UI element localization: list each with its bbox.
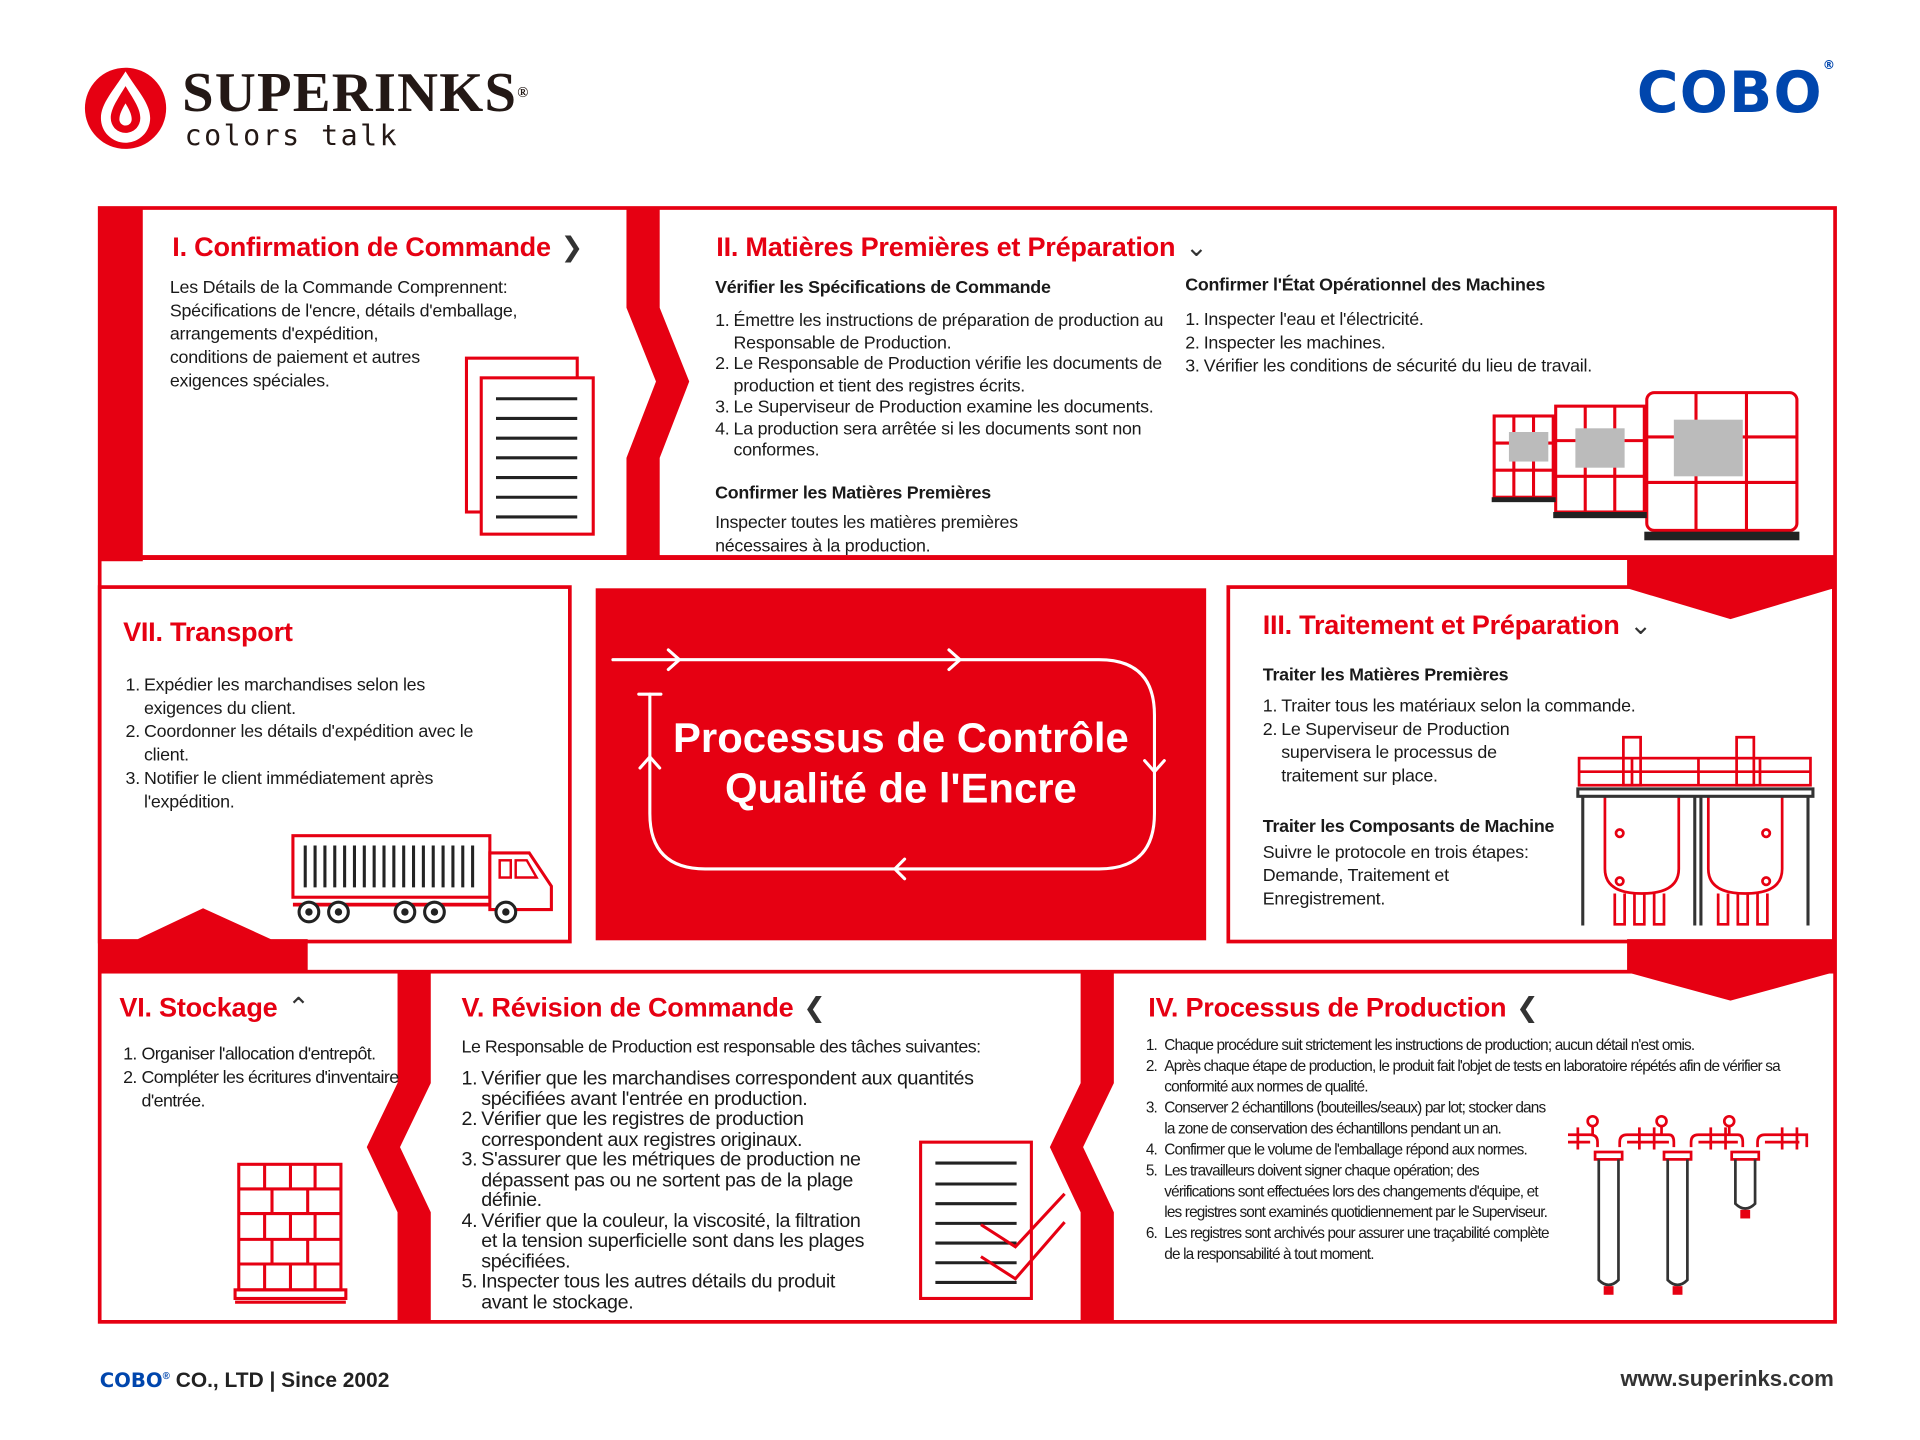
body-text: Inspecter toutes les matières premières … (715, 512, 1018, 556)
section-6-body: Organiser l'allocation d'entrepôt. Compl… (123, 1044, 400, 1114)
list-item: Organiser l'allocation d'entrepôt. (123, 1044, 376, 1067)
section-7-title: VII. Transport (123, 617, 293, 649)
body-line: arrangements d'expédition, (169, 324, 379, 345)
section-2-title: II. Matières Premières et Préparation ⌄ (716, 231, 1207, 263)
section-6-title-text: VI. Stockage (119, 991, 278, 1023)
body-text: Suivre le protocole en trois étapes: Dem… (1262, 843, 1529, 910)
footer-company: COBO® CO., LTD | Since 2002 (100, 1369, 390, 1394)
section-1-title-text: I. Confirmation de Commande (172, 231, 551, 263)
list-item: Vérifier que les marchandises correspond… (462, 1068, 974, 1110)
body-line: Spécifications de l'encre, détails d'emb… (169, 301, 518, 322)
intro-text: Le Responsable de Production est respons… (461, 1037, 982, 1058)
superinks-logo-icon (84, 67, 167, 149)
list-item: Le Superviseur de Production examine les… (715, 397, 1154, 419)
list-item: Conserver 2 échantillons (bouteilles/sea… (1146, 1098, 1546, 1138)
list-item: Compléter les écritures d'inventaire d'e… (123, 1067, 399, 1112)
list-item: S'assurer que les métriques de productio… (462, 1149, 861, 1212)
list-item: Vérifier que la couleur, la viscosité, l… (462, 1210, 865, 1272)
subheading: Confirmer les Matières Premières (715, 483, 991, 503)
section-5-body: Le Responsable de Production est respons… (462, 1036, 1053, 1313)
list-item: Coordonner les détails d'expédition avec… (126, 721, 474, 766)
list-item: Après chaque étape de production, le pro… (1146, 1056, 1781, 1096)
brand-name-text: SUPERINKS (182, 60, 518, 124)
filter-housings-icon (1567, 1114, 1809, 1295)
list-item: Émettre les instructions de préparation … (715, 311, 1164, 353)
chevron-right-icon: ❯ (560, 231, 584, 263)
chevron-down-icon: ⌄ (1629, 609, 1652, 640)
main-title-line-2: Qualité de l'Encre (724, 765, 1077, 813)
footer-company-text: CO., LTD | Since 2002 (175, 1368, 390, 1392)
list-item: Vérifier que les registres de production… (462, 1108, 804, 1151)
brand-tagline: colors talk (184, 120, 400, 153)
processing-tanks-icon (1576, 735, 1815, 926)
section-3-title: III. Traitement et Préparation ⌄ (1263, 609, 1652, 641)
partner-logo: COBO® (1637, 59, 1836, 125)
section-4-title-text: IV. Processus de Production (1148, 991, 1507, 1023)
subheading: Traiter les Matières Premières (1262, 665, 1509, 686)
list-item: Traiter tous les matériaux selon la comm… (1263, 695, 1636, 718)
section-2-title-text: II. Matières Premières et Préparation (716, 231, 1176, 263)
brand-reg: ® (517, 83, 530, 101)
list-item: Inspecter tous les autres détails du pro… (462, 1271, 836, 1313)
list-item: Les travailleurs doivent signer chaque o… (1146, 1161, 1548, 1221)
footer-partner-logo: COBO (99, 1368, 163, 1392)
chevron-left-icon: ❮ (803, 991, 826, 1023)
section-6-title: VI. Stockage ⌃ (119, 991, 310, 1024)
list-item: Le Responsable de Production vérifie les… (715, 354, 1162, 396)
section-1-title: I. Confirmation de Commande ❯ (172, 231, 583, 263)
cycle-arrows (611, 648, 1166, 881)
list-item: Les registres sont archivés pour assurer… (1146, 1223, 1550, 1263)
section-7-body: Expédier les marchandises selon les exig… (126, 674, 483, 814)
section-7-title-text: VII. Transport (123, 616, 293, 648)
chevron-left-icon: ❮ (1516, 991, 1539, 1023)
section-4-body: Chaque procédure suit strictement les in… (1146, 1035, 1798, 1265)
section-3-body: Traiter les Matières Premières Traiter t… (1263, 665, 1681, 912)
main-title-line-1: Processus de Contrôle (673, 715, 1129, 762)
chevron-down-icon: ⌄ (1185, 231, 1208, 263)
partner-reg: ® (1822, 59, 1837, 73)
subheading: Traiter les Composants de Machine (1262, 817, 1555, 837)
ibc-tanks-icon (1491, 391, 1800, 541)
brand-name: SUPERINKS® (182, 60, 530, 124)
pallet-boxes-icon (233, 1162, 348, 1304)
truck-icon (291, 834, 553, 924)
section-5-title-text: V. Révision de Commande (461, 991, 794, 1023)
main-title: Processus de Contrôle Qualité de l'Encre (596, 714, 1206, 815)
section-1-body: Les Détails de la Commande Comprennent: … (170, 277, 552, 394)
body-line: exigences spéciales. (169, 371, 330, 392)
body-line: Les Détails de la Commande Comprennent: (169, 278, 508, 298)
section-2-col-1: Vérifier les Spécifications de Commande … (715, 277, 1183, 558)
chevron-up-icon: ⌃ (287, 991, 310, 1023)
subheading: Vérifier les Spécifications de Commande (715, 278, 1051, 298)
website-link[interactable]: www.superinks.com (1620, 1366, 1834, 1391)
subheading: Confirmer l'État Opérationnel des Machin… (1185, 275, 1546, 296)
list-item: Chaque procédure suit strictement les in… (1146, 1035, 1695, 1056)
list-item: Expédier les marchandises selon les exig… (126, 674, 426, 719)
section-3-title-text: III. Traitement et Préparation (1262, 609, 1620, 640)
section-5-title: V. Révision de Commande ❮ (462, 992, 826, 1024)
checklist-icon (919, 1140, 1066, 1300)
list-item: Le Superviseur de Production supervisera… (1263, 719, 1510, 787)
list-item: Confirmer que le volume de l'emballage r… (1146, 1140, 1528, 1161)
list-item: Inspecter l'eau et l'électricité. (1185, 309, 1424, 332)
section-4-title: IV. Processus de Production ❮ (1148, 991, 1539, 1024)
list-item: Vérifier les conditions de sécurité du l… (1185, 356, 1592, 379)
section-2-col-2: Confirmer l'État Opérationnel des Machin… (1185, 274, 1653, 379)
partner-logo-text: COBO (1636, 59, 1823, 126)
document-icon (464, 356, 595, 536)
list-item: La production sera arrêtée si les docume… (715, 419, 1142, 461)
footer-partner-reg: ® (162, 1370, 170, 1382)
body-line: conditions de paiement et autres (169, 348, 420, 368)
list-item: Notifier le client immédiatement après l… (126, 768, 434, 813)
list-item: Inspecter les machines. (1185, 332, 1386, 355)
